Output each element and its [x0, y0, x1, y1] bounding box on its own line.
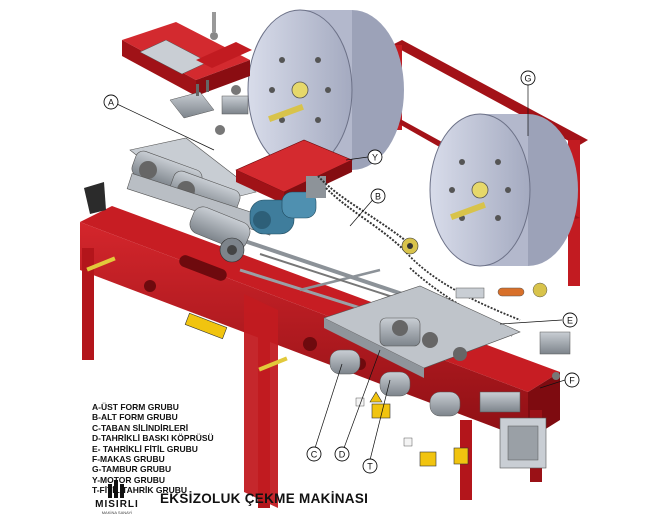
base-rollers — [329, 349, 521, 417]
callout-e: E — [562, 312, 578, 328]
legend-item: G-TAMBUR GRUBU — [92, 464, 172, 475]
callout-f: F — [564, 372, 580, 388]
callout-e-label: E — [567, 316, 573, 326]
callout-c: C — [306, 446, 322, 462]
callout-c-label: C — [311, 450, 318, 460]
page-title: EKSİZOLUK ÇEKME MAKİNASI — [160, 491, 369, 506]
callout-t: T — [362, 458, 378, 474]
legend-item: T-FİTİL TAHRİK GRUBU — [92, 485, 188, 496]
callout-b-label: B — [375, 192, 381, 202]
cutter-group — [499, 372, 560, 469]
brand-logo-icon — [108, 480, 124, 498]
callout-t-label: T — [367, 462, 373, 472]
legend-item: E- TAHRİKLİ FİTİL GRUBU — [92, 443, 198, 454]
legend-item: A-ÜST FORM GRUBU — [92, 402, 179, 412]
lower-drum — [429, 113, 578, 267]
callout-a: A — [103, 94, 119, 110]
callout-d-label: D — [339, 450, 346, 460]
legend-item: Y-MOTOR GRUBU — [92, 474, 166, 485]
upper-form-group — [84, 137, 276, 236]
callouts: A Y B G E F C D — [103, 70, 580, 474]
bracket-parts — [169, 80, 249, 135]
legend-item: F-MAKAS GRUBU — [92, 454, 165, 465]
driven-wick-group — [323, 282, 571, 378]
legend-item: C-TABAN SİLİNDİRLERİ — [92, 422, 189, 433]
lower-form-group — [189, 206, 251, 263]
upper-drum — [247, 9, 404, 171]
electrical-box — [122, 12, 252, 96]
callout-a-label: A — [108, 98, 114, 108]
callout-d: D — [334, 446, 350, 462]
callout-g-label: G — [524, 74, 531, 84]
legend: A-ÜST FORM GRUBU B-ALT FORM GRUBU C-TABA… — [92, 402, 214, 496]
callout-g: G — [520, 70, 536, 86]
brand: MISIRLI MAKİNA SANAYİ — [82, 486, 152, 515]
callout-f-label: F — [569, 376, 575, 386]
callout-y: Y — [367, 149, 383, 165]
callout-y-label: Y — [372, 153, 378, 163]
legend-item: D-TAHRİKLİ BASKI KÖPRÜSÜ — [92, 433, 214, 444]
brand-tagline: MAKİNA SANAYİ — [101, 510, 133, 515]
callout-b: B — [370, 188, 386, 204]
motor-group — [235, 139, 353, 235]
brand-name: MISIRLI — [95, 499, 139, 510]
legend-item: B-ALT FORM GRUBU — [92, 412, 178, 423]
